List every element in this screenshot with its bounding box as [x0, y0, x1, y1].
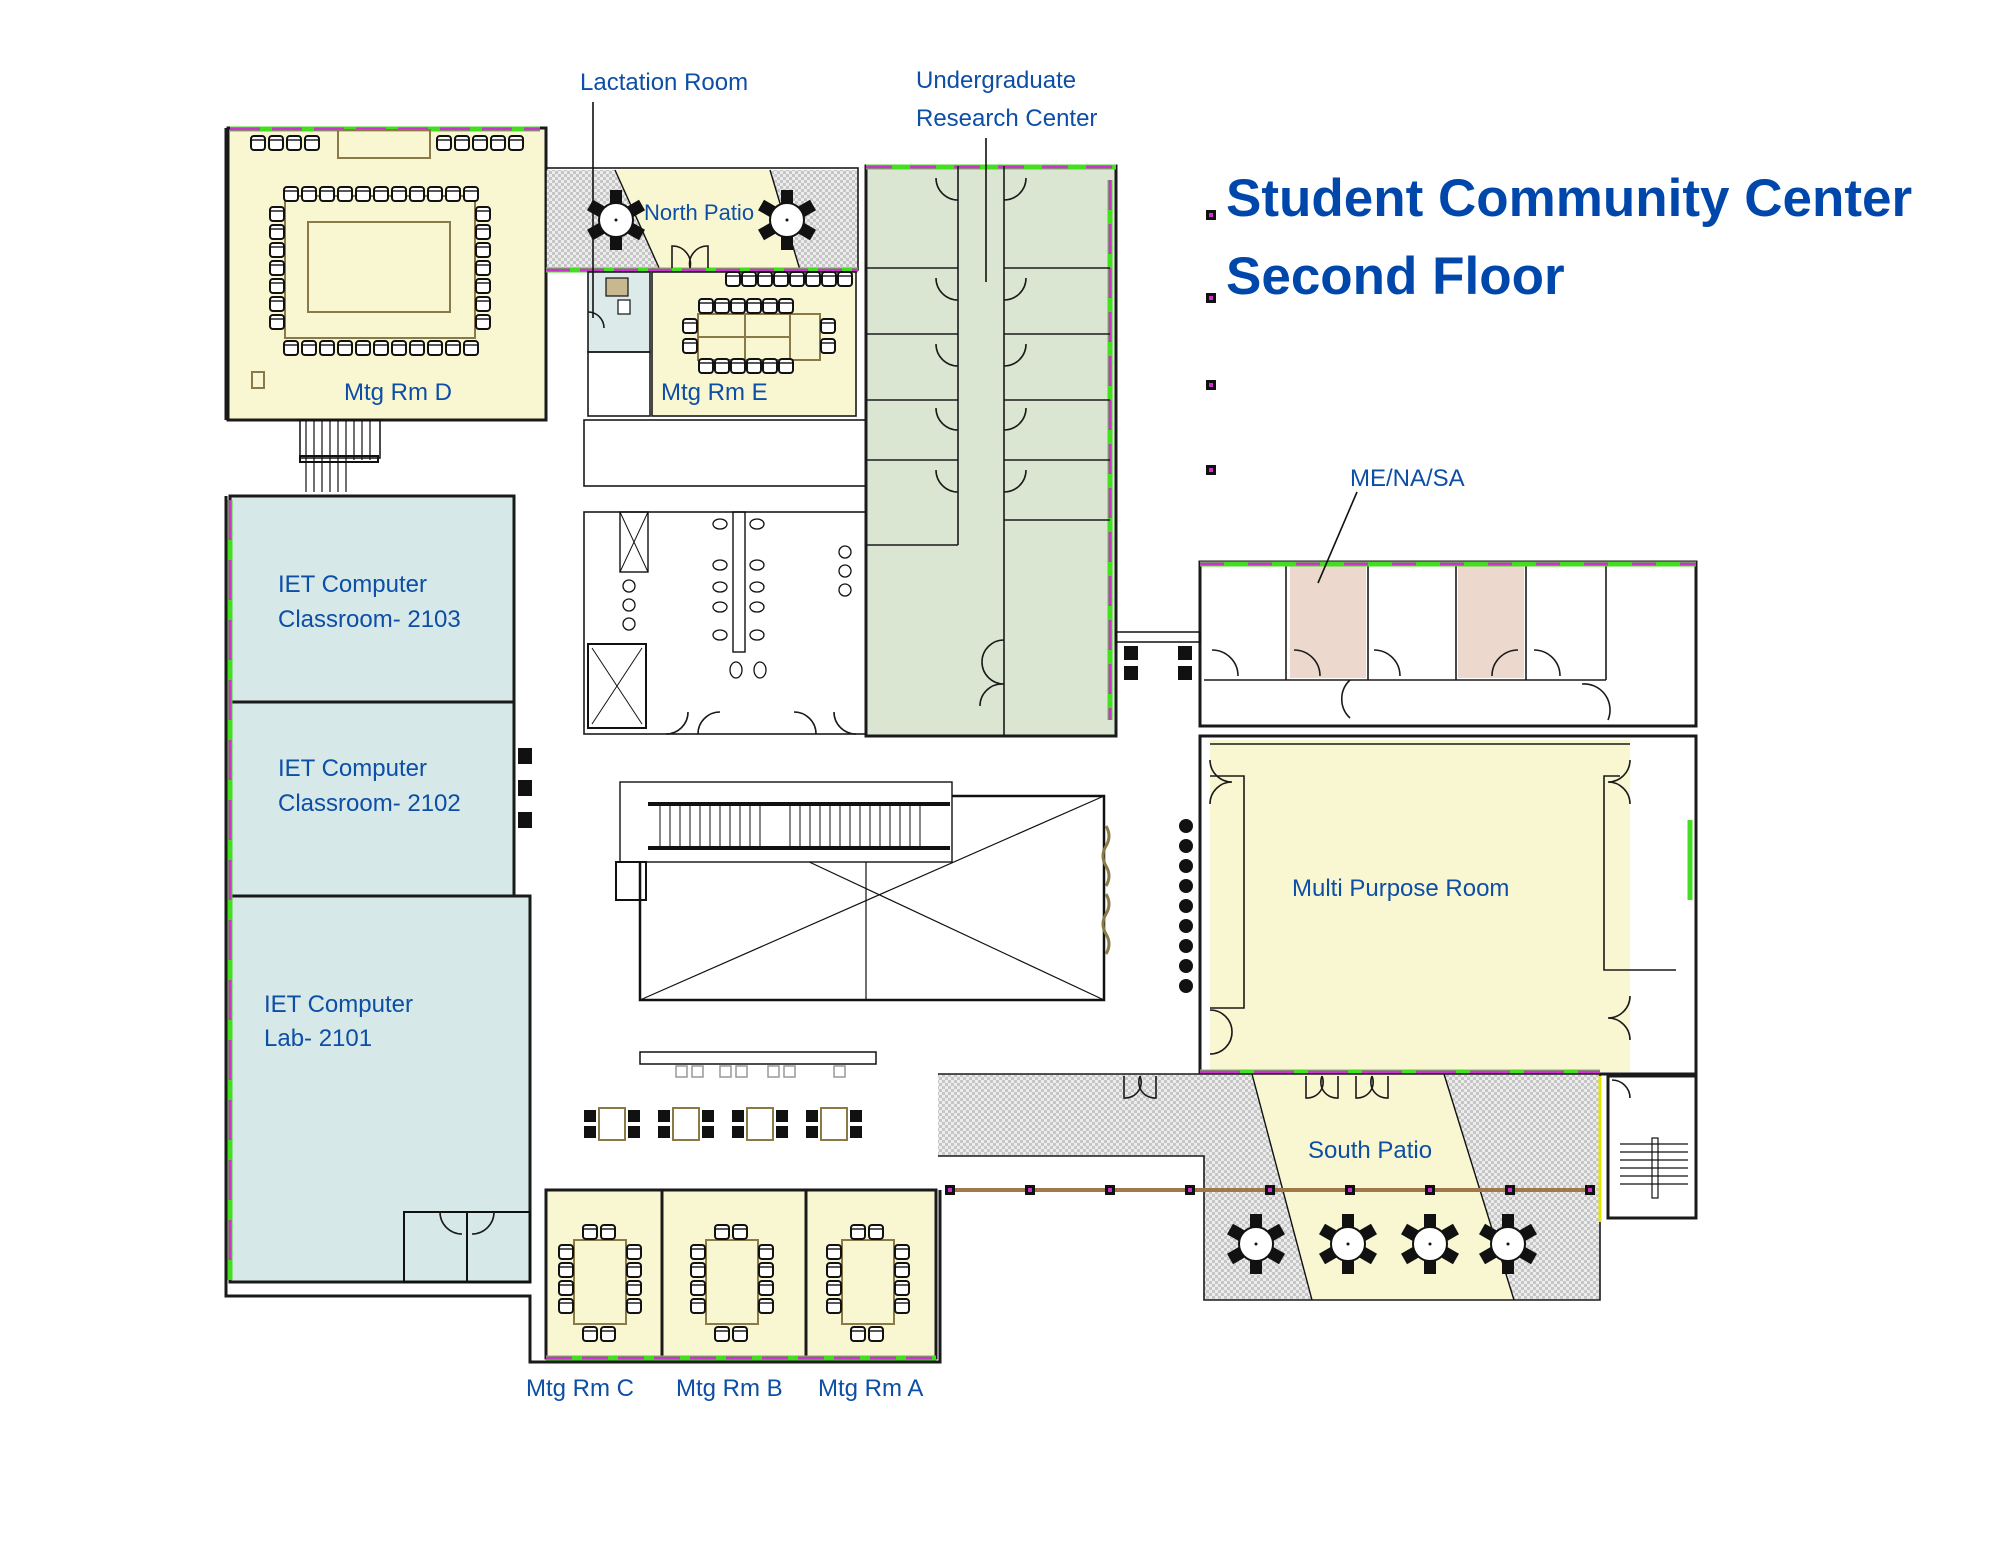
- escalator: [615, 781, 953, 901]
- label-lactation-room: Lactation Room: [580, 69, 749, 96]
- label-iet-2102-line1: IET Computer: [278, 755, 427, 782]
- bar-counter: [639, 1051, 877, 1078]
- column-markers: [1206, 210, 1216, 475]
- stairs-southeast: [1598, 1074, 1698, 1222]
- label-mtg-rm-d: Mtg Rm D: [344, 379, 452, 406]
- lounge-chairs-west: [518, 748, 532, 828]
- room-mtg-rm-b[interactable]: [660, 1188, 808, 1360]
- room-multi-purpose[interactable]: [1198, 734, 1698, 1076]
- label-iet-2101-line1: IET Computer: [264, 991, 413, 1018]
- label-north-patio: North Patio: [644, 200, 755, 225]
- south-patio[interactable]: [938, 1073, 1601, 1301]
- label-multi-purpose-room: Multi Purpose Room: [1292, 875, 1510, 902]
- label-undergrad-line2: Research Center: [916, 105, 1098, 132]
- leader-me-na-sa: [1317, 491, 1358, 584]
- room-mtg-rm-e[interactable]: [651, 271, 857, 417]
- label-me-na-sa: ME/NA/SA: [1350, 465, 1465, 492]
- label-undergrad-line1: Undergraduate: [916, 67, 1077, 94]
- room-lactation[interactable]: [587, 271, 651, 353]
- lounge-chairs-east: [1179, 819, 1193, 993]
- room-iet-2101[interactable]: [228, 894, 532, 1284]
- label-iet-2101-line2: Lab- 2101: [264, 1025, 373, 1052]
- label-iet-2103-line2: Classroom- 2103: [278, 606, 461, 633]
- label-mtg-rm-e: Mtg Rm E: [661, 379, 768, 406]
- north-patio[interactable]: [545, 167, 859, 273]
- page-title-line2: Second Floor: [1226, 247, 1565, 306]
- room-mtg-rm-c[interactable]: [544, 1188, 664, 1360]
- restroom-core: [583, 419, 867, 735]
- label-iet-2103-line1: IET Computer: [278, 571, 427, 598]
- label-mtg-rm-c: Mtg Rm C: [526, 1375, 634, 1402]
- stairs-northwest: [299, 419, 381, 492]
- label-south-patio: South Patio: [1308, 1137, 1433, 1164]
- room-mtg-rm-a[interactable]: [804, 1188, 938, 1360]
- study-tables: [584, 1107, 862, 1141]
- room-mtg-rm-d[interactable]: [226, 126, 548, 422]
- planter: [1101, 825, 1111, 955]
- label-iet-2102-line2: Classroom- 2102: [278, 790, 461, 817]
- room-undergraduate-research-center[interactable]: [864, 164, 1118, 738]
- label-mtg-rm-a: Mtg Rm A: [818, 1375, 924, 1402]
- label-mtg-rm-b: Mtg Rm B: [676, 1375, 783, 1402]
- page-title-line1: Student Community Center: [1226, 169, 1913, 228]
- wing-me-na-sa[interactable]: [1198, 560, 1698, 728]
- room-iet-2103[interactable]: [228, 494, 516, 704]
